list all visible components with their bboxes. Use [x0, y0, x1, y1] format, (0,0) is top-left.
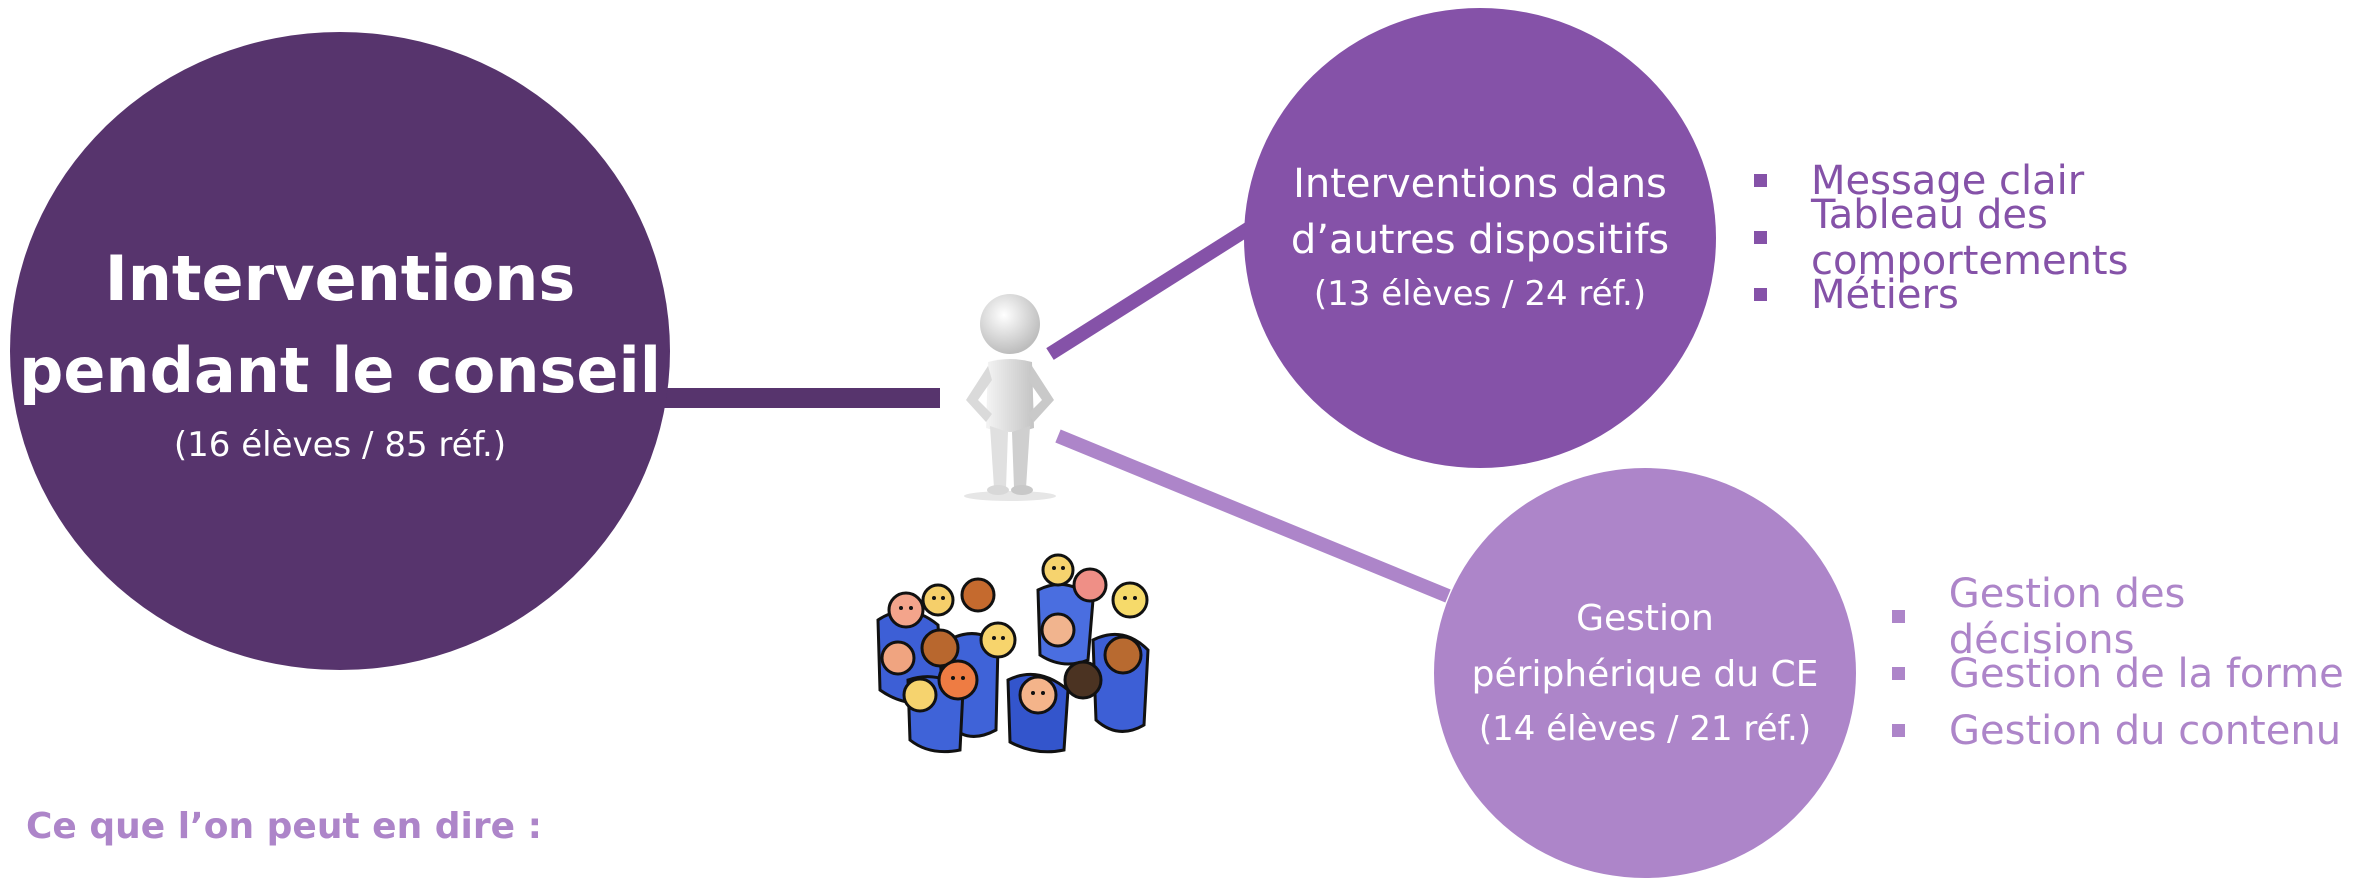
gestion-list: Gestion des décisions Gestion de la form…	[1892, 571, 2376, 759]
standing-person-icon	[964, 294, 1056, 501]
square-bullet-icon	[1892, 667, 1905, 680]
list-item: Gestion du contenu	[1892, 702, 2376, 759]
main-node-subtitle: (16 élèves / 85 réf.)	[173, 425, 507, 465]
interventions-subtitle: (13 élèves / 24 réf.)	[1313, 274, 1647, 314]
gestion-title-line2: périphérique du CE	[1471, 654, 1819, 695]
list-item-label: Gestion de la forme	[1949, 650, 2344, 697]
square-bullet-icon	[1892, 610, 1905, 623]
interventions-title-line2: d’autres dispositifs	[1290, 217, 1670, 263]
interventions-node-circle: Interventions dans d’autres dispositifs …	[1244, 8, 1716, 468]
gestion-node-circle: Gestion périphérique du CE (14 élèves / …	[1434, 468, 1856, 878]
square-bullet-icon	[1754, 174, 1767, 187]
gestion-title-line1: Gestion	[1576, 598, 1714, 639]
list-item: Métiers	[1754, 266, 2376, 323]
list-item-label: Gestion des décisions	[1948, 570, 2186, 663]
interventions-list: Message clair Tableau des comportements …	[1754, 152, 2376, 323]
square-bullet-icon	[1892, 724, 1905, 737]
interventions-title-line1: Interventions dans	[1293, 161, 1667, 207]
connector-interventions	[1046, 214, 1266, 360]
list-item-label: Gestion du contenu	[1949, 707, 2342, 754]
list-item-label: Tableau des comportements	[1810, 191, 2129, 284]
bottom-heading: Ce que l’on peut en dire :	[26, 806, 542, 847]
list-item-label: Métiers	[1811, 271, 1959, 318]
list-item-label: Message clair	[1811, 157, 2085, 204]
gestion-subtitle: (14 élèves / 21 réf.)	[1478, 709, 1812, 749]
square-bullet-icon	[1754, 231, 1767, 244]
crowd-of-children-icon	[876, 553, 1150, 754]
main-node-circle: Interventions pendant le conseil (16 élè…	[10, 32, 670, 670]
square-bullet-icon	[1754, 288, 1767, 301]
main-node-title-line2: pendant le conseil	[19, 334, 661, 407]
list-item: Gestion de la forme	[1892, 645, 2376, 702]
list-item: Message clair	[1754, 152, 2376, 209]
list-item: Gestion des décisions	[1892, 571, 2376, 663]
connector-gestion	[1055, 429, 1451, 603]
list-item: Tableau des comportements	[1754, 192, 2376, 284]
main-node-title-line1: Interventions	[104, 242, 576, 315]
